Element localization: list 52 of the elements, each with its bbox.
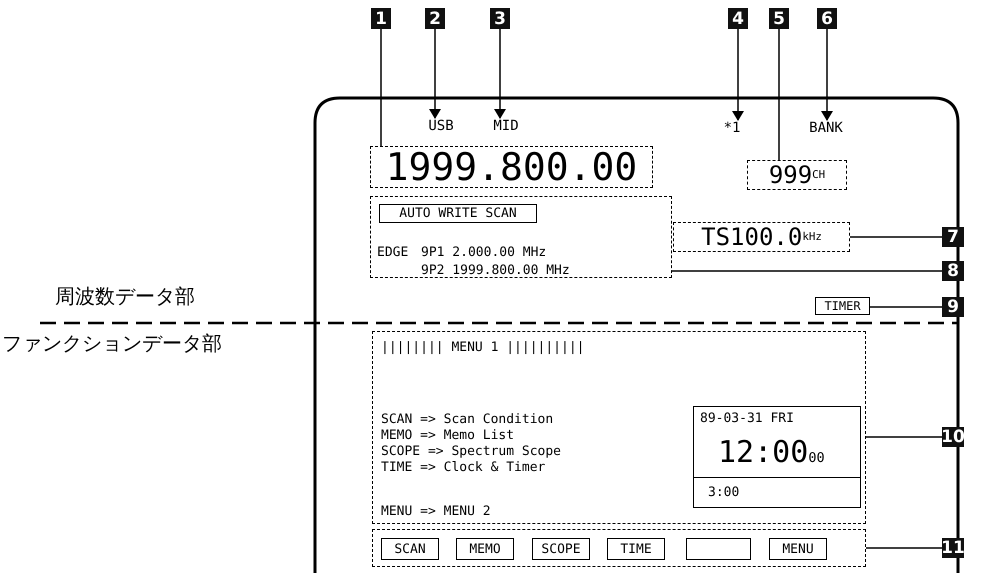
callout-number: 6 bbox=[817, 8, 837, 29]
leader-line bbox=[870, 306, 942, 308]
function-key: SCOPE bbox=[532, 538, 590, 560]
leader-line bbox=[778, 29, 780, 160]
arrow bbox=[494, 29, 506, 119]
menu-item: MEMO => Memo List bbox=[381, 428, 514, 443]
clock-panel bbox=[693, 406, 861, 508]
arrow bbox=[732, 29, 744, 121]
callout-number: 4 bbox=[728, 8, 748, 29]
menu-panel bbox=[372, 331, 866, 524]
scan-type-text: EDGE bbox=[377, 245, 408, 260]
callout-number: 1 bbox=[371, 8, 391, 29]
leader-line bbox=[866, 436, 942, 438]
menu-title: |||||||| MENU 1 |||||||||| bbox=[381, 340, 584, 355]
mode-indicator: USB bbox=[424, 118, 458, 134]
scan-edge-panel bbox=[370, 196, 672, 278]
menu-item: TIME => Clock & Timer bbox=[381, 460, 546, 475]
callout-number: 3 bbox=[490, 8, 510, 29]
mode-indicator: *1 bbox=[720, 120, 744, 136]
callout-number: 11 bbox=[942, 538, 964, 558]
leader-line bbox=[866, 547, 942, 549]
callout-number: 10 bbox=[942, 427, 964, 447]
menu-item: SCOPE => Spectrum Scope bbox=[381, 444, 562, 459]
function-key-bar bbox=[372, 529, 866, 567]
callout-number: 5 bbox=[769, 8, 789, 29]
frequency-value: 9P1 2.000.00 MHz bbox=[421, 245, 546, 260]
menu-item: SCAN => Scan Condition bbox=[381, 412, 554, 427]
callout-number: 2 bbox=[425, 8, 445, 29]
timer-indicator: TIMER bbox=[815, 297, 870, 315]
function-key: MENU bbox=[769, 538, 827, 560]
scan-mode-label: AUTO WRITE SCAN bbox=[379, 204, 537, 223]
leader-line bbox=[380, 29, 382, 146]
frequency-value: 9P2 1999.800.00 MHz bbox=[421, 263, 570, 278]
section-label: 周波数データ部 bbox=[55, 285, 195, 310]
leader-line bbox=[672, 270, 942, 272]
leader-line bbox=[850, 236, 942, 238]
mode-indicator: BANK bbox=[805, 120, 847, 136]
function-key: TIME bbox=[607, 538, 665, 560]
function-key: MEMO bbox=[456, 538, 514, 560]
arrow bbox=[429, 29, 441, 119]
callout-number: 8 bbox=[942, 261, 964, 281]
frequency-display: 1999.800.00 bbox=[370, 146, 653, 188]
timer-value: 3:00 bbox=[708, 485, 740, 500]
section-label: ファンクションデータ部 bbox=[2, 332, 222, 357]
function-key: SCAN bbox=[381, 538, 439, 560]
menu-item: MENU => MENU 2 bbox=[381, 504, 491, 519]
mode-indicator: MID bbox=[489, 118, 523, 134]
callout-number: 7 bbox=[942, 227, 964, 247]
arrow bbox=[821, 29, 833, 121]
date-text: 89-03-31 FRI bbox=[700, 411, 794, 426]
callout-number: 9 bbox=[942, 297, 964, 317]
function-key bbox=[686, 538, 751, 560]
